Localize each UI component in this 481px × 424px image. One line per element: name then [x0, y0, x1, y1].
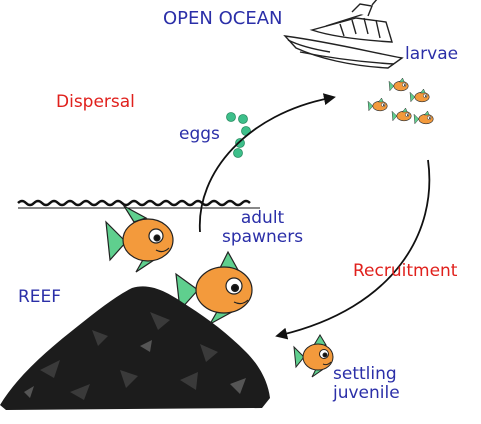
ship-icon: [283, 0, 404, 69]
larva-fish-icon: [409, 88, 430, 103]
settling-juvenile-label-line1: settling: [333, 364, 397, 384]
settling-juvenile-label-line2: juvenile: [333, 382, 400, 403]
eggs-group: [226, 112, 251, 158]
larva-fish-icon: [388, 77, 409, 92]
juvenile-fish-icon: [293, 334, 334, 378]
settling-juvenile-label: settling juvenile: [333, 365, 400, 402]
reef-label: REEF: [18, 287, 62, 307]
adult-spawners-label: adult spawners: [222, 209, 303, 246]
egg-icon: [226, 112, 236, 122]
recruitment-label: Recruitment: [353, 261, 458, 281]
recruitment-arrow: [275, 159, 431, 340]
larva-fish-icon: [367, 97, 388, 112]
adult-spawners-label-line1: adult: [240, 208, 285, 228]
larva-fish-icon: [391, 107, 412, 122]
dispersal-arrow: [199, 93, 336, 233]
eggs-label: eggs: [179, 124, 220, 144]
larvae-label: larvae: [405, 44, 459, 64]
sea-surface-waves: [17, 199, 251, 207]
larva-fish-icon: [413, 110, 434, 125]
adult-spawners-label-line2: spawners: [222, 226, 304, 247]
adult-fish-icon: [105, 204, 174, 273]
egg-icon: [238, 114, 248, 124]
open-ocean-label: OPEN OCEAN: [163, 8, 283, 29]
reef-pile: [0, 286, 270, 410]
egg-icon: [235, 138, 245, 148]
dispersal-label: Dispersal: [56, 92, 135, 112]
adult-fish-icon: [175, 250, 253, 326]
larvae-group: [367, 77, 434, 125]
egg-icon: [233, 148, 243, 158]
